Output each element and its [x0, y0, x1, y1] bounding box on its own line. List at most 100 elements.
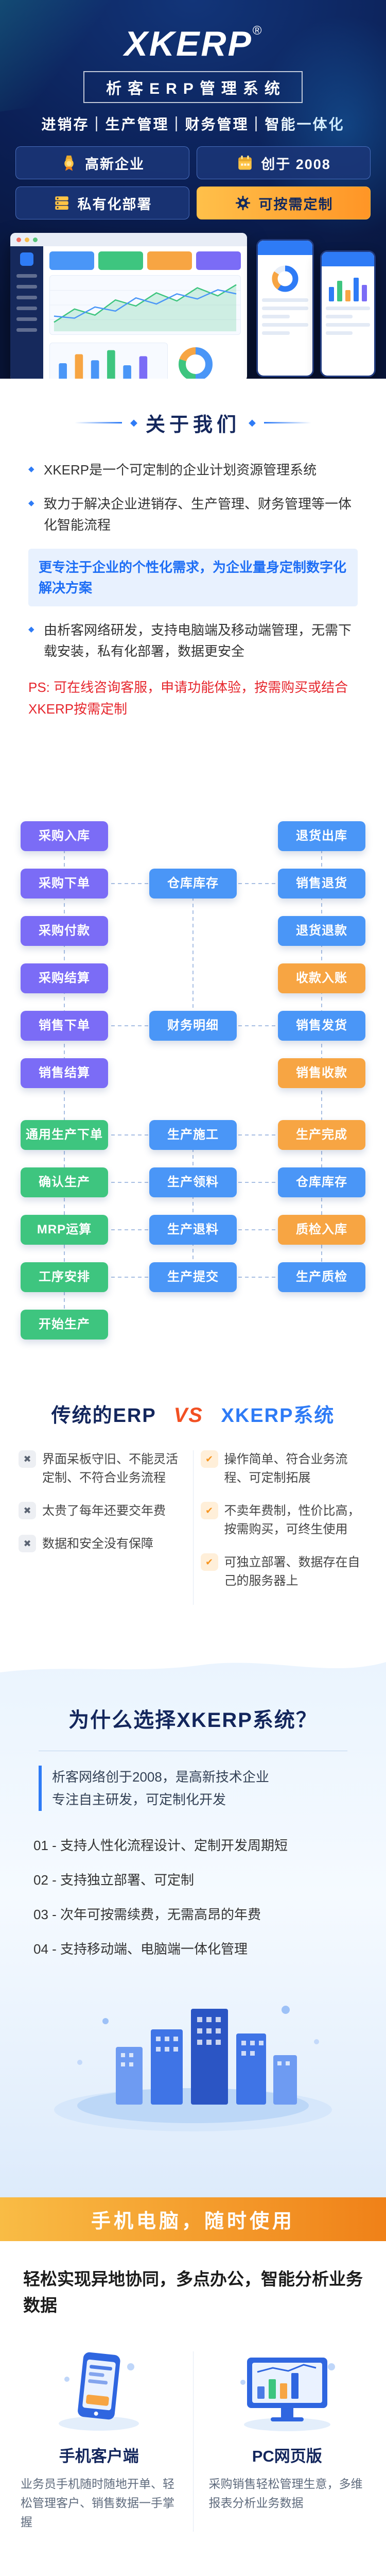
close-dot-icon: [16, 237, 21, 242]
card-mobile: 手机客户端 业务员手机随时随地开单、轻松管理客户、销售数据一手掌握: [5, 2346, 193, 2531]
flow-node: 销售发货: [278, 1011, 365, 1041]
flow-node: 确认生产: [21, 1167, 108, 1197]
about-list: ◆ XKERP是一个可定制的企业计划资源管理系统 ◆ 致力于解决企业进销存、生产…: [28, 460, 358, 662]
browser-titlebar: [10, 233, 247, 246]
badge-customizable: 可按需定制: [197, 187, 371, 219]
why-intro-line2: 专注自主研发，可定制化开发: [52, 1792, 226, 1808]
cross-icon: ✖: [19, 1502, 36, 1519]
vs-item-text: 可独立部署、数据存在自己的服务器上: [224, 1555, 360, 1588]
vs-item-text: 操作简单、符合业务流程、可定制拓展: [224, 1452, 348, 1485]
placeholder-line: [262, 315, 290, 318]
about-title-row: ◆ 关于我们 ◆: [0, 409, 386, 437]
flow-node: 工序安排: [21, 1262, 108, 1292]
about-section: ◆ 关于我们 ◆ ◆ XKERP是一个可定制的企业计划资源管理系统 ◆ 致力于解…: [0, 379, 386, 788]
flow-node: 销售退货: [278, 869, 365, 899]
flow-node: 退货退款: [278, 916, 365, 946]
dashboard-screenshot: [10, 233, 376, 379]
why-point: 01 - 支持人性化流程设计、定制开发周期短: [33, 1838, 288, 1854]
badge-founded: 创于 2008: [197, 146, 371, 179]
placeholder-line: [326, 331, 353, 335]
card-pc: PC网页版 采购销售轻松管理生意，多维报表分析业务数据: [194, 2346, 381, 2531]
app-logo-icon: [20, 252, 33, 266]
city-illustration: [54, 2006, 332, 2132]
why-section: 为什么选择XKERP系统？ 析客网络创于2008，是高新技术企业 专注自主研发，…: [0, 1649, 386, 2197]
about-item-text: 更专注于企业的个性化需求，为企业量身定制数字化解决方案: [39, 559, 347, 596]
phone-screen: [322, 266, 374, 344]
versus-title-row: 传统的ERP VS XKERP系统: [0, 1399, 386, 1428]
card-description: 业务员手机随时随地开单、轻松管理客户、销售数据一手掌握: [21, 2477, 174, 2529]
flow-node: 生产完成: [278, 1120, 365, 1150]
product-subtitle: 析客ERP管理系统: [83, 71, 303, 103]
ps-note: PS: 可在线咨询客服，申请功能体验，按需购买或结合XKERP按需定制: [28, 680, 348, 717]
badge-grid: 高新企业 创于 2008 私有化部署 可按需定制: [15, 146, 371, 219]
about-item-text: XKERP是一个可定制的企业计划资源管理系统: [44, 462, 317, 478]
vs-item-text: 数据和安全没有保障: [42, 1537, 153, 1551]
gear-icon: [234, 194, 252, 212]
why-points-list: 01 - 支持人性化流程设计、定制开发周期短 02 - 支持独立部署、可定制 0…: [33, 1827, 353, 1965]
menu-stripe: [16, 285, 37, 289]
placeholder-line: [262, 307, 308, 310]
about-item: ◆ 更专注于企业的个性化需求，为企业量身定制数字化解决方案: [28, 548, 358, 607]
why-intro: 析客网络创于2008，是高新技术企业 专注自主研发，可定制化开发: [39, 1766, 347, 1811]
hero-section: XKERP® 析客ERP管理系统 进销存｜生产管理｜财务管理｜智能一体化 高新企…: [0, 0, 386, 379]
dashboard-content: [43, 246, 247, 379]
flow-node: 通用生产下单: [21, 1120, 108, 1150]
flow-node: 采购下单: [21, 869, 108, 899]
flow-node: 生产质检: [278, 1262, 365, 1292]
vs-item: ✖ 界面呆板守旧、不能灵活定制、不符合业务流程: [19, 1450, 186, 1487]
stat-chip-row: [49, 251, 241, 270]
xkerp-column: ✔ 操作简单、符合业务流程、可定制拓展 ✔ 不卖年费制，性价比高，按需购买，可终…: [194, 1450, 375, 1605]
line-chart-graphic: [49, 275, 241, 335]
devices-description: 轻松实现异地协同，多点办公，智能分析业务数据: [23, 2269, 363, 2315]
placeholder-line: [262, 298, 308, 302]
flowchart-section: 采购入库 退货出库 采购下单 仓库库存 销售退货 采购付款 退货退款 采购结算 …: [0, 788, 386, 1370]
laptop-mockup: [10, 233, 247, 379]
flow-node: 开始生产: [21, 1310, 108, 1340]
versus-section: 传统的ERP VS XKERP系统 ✖ 界面呆板守旧、不能灵活定制、不符合业务流…: [0, 1370, 386, 1649]
placeholder-line: [326, 323, 370, 327]
vs-item: ✔ 操作简单、符合业务流程、可定制拓展: [200, 1450, 368, 1487]
medal-icon: [60, 154, 78, 172]
about-item: ◆ XKERP是一个可定制的企业计划资源管理系统: [28, 460, 358, 480]
flow-node: 仓库库存: [149, 869, 237, 899]
placeholder-line: [326, 315, 353, 318]
vs-title-traditional: 传统的ERP: [51, 1405, 156, 1427]
phone-statusbar: [258, 241, 312, 255]
menu-stripe: [16, 274, 37, 278]
diamond-icon: ◆: [130, 417, 137, 428]
placeholder-line: [262, 331, 290, 335]
placeholder-line: [262, 323, 308, 327]
registered-mark-icon: ®: [252, 24, 262, 38]
dashboard-sidebar: [10, 246, 43, 379]
menu-stripe: [16, 317, 37, 321]
vs-item-text: 界面呆板守旧、不能灵活定制、不符合业务流程: [42, 1452, 178, 1485]
vs-title-xkerp: XKERP系统: [221, 1405, 335, 1427]
flow-node: 销售收款: [278, 1058, 365, 1088]
badge-label: 创于 2008: [261, 156, 331, 172]
device-cards: 手机客户端 业务员手机随时随地开单、轻松管理客户、销售数据一手掌握 PC网页版 …: [5, 2346, 381, 2532]
check-icon: ✔: [200, 1553, 218, 1571]
check-icon: ✔: [200, 1502, 218, 1519]
flowchart-canvas: 采购入库 退货出库 采购下单 仓库库存 销售退货 采购付款 退货退款 采购结算 …: [0, 811, 386, 1350]
placeholder-line: [326, 307, 370, 310]
logo: XKERP: [124, 24, 253, 63]
card-title: PC网页版: [252, 2447, 322, 2466]
devices-section: 轻松实现异地协同，多点办公，智能分析业务数据 手机客户端 业务员手机随时随地开单…: [0, 2241, 386, 2576]
why-intro-line1: 析客网络创于2008，是高新技术企业: [52, 1769, 269, 1785]
vs-item: ✔ 可独立部署、数据存在自己的服务器上: [200, 1553, 368, 1590]
stat-chip: [49, 251, 94, 270]
flow-node: 退货出库: [278, 821, 365, 851]
stat-chip: [98, 251, 143, 270]
why-point: 02 - 支持独立部署、可定制: [33, 1872, 195, 1888]
donut-chart-graphic: [179, 347, 213, 379]
stat-chip: [196, 251, 241, 270]
menu-stripe: [16, 296, 37, 299]
vs-item: ✖ 数据和安全没有保障: [19, 1535, 186, 1553]
banner-text: 手机电脑，随时使用: [91, 2211, 295, 2232]
decor-line: [75, 422, 122, 423]
phone-screen: [258, 255, 312, 344]
vs-item-text: 太贵了每年还要交年费: [42, 1504, 166, 1518]
logo-row: XKERP®: [0, 0, 386, 64]
flow-node: 采购付款: [21, 916, 108, 946]
maximize-dot-icon: [33, 237, 38, 242]
